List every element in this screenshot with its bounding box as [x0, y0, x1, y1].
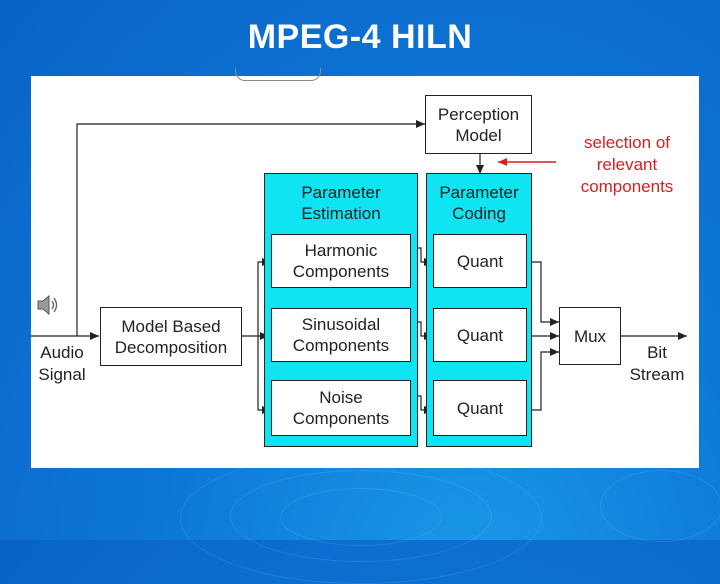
slide-title: MPEG-4 HILN [247, 18, 473, 56]
harmonic-components-block: Harmonic Components [271, 234, 411, 288]
perception-model-block: Perception Model [425, 95, 532, 154]
quant-block-sinusoidal: Quant [433, 308, 527, 362]
bg-ripple [180, 452, 542, 584]
diagram-canvas: Perception Model selection of relevant c… [31, 68, 699, 468]
parameter-coding-header: Parameter Coding [439, 183, 519, 223]
bit-stream-label: Bit Stream [629, 343, 685, 384]
speaker-icon [37, 294, 58, 316]
decomposition-block: Model Based Decomposition [100, 307, 242, 366]
quant-block-noise: Quant [433, 380, 527, 436]
sinusoidal-components-block: Sinusoidal Components [271, 308, 411, 362]
audio-signal-label: Audio Signal [38, 343, 86, 384]
bg-ripple [600, 470, 720, 542]
noise-components-block: Noise Components [271, 380, 411, 436]
mux-block: Mux [559, 307, 621, 365]
quant-block-harmonic: Quant [433, 234, 527, 288]
selection-annotation: selection of relevant components [580, 133, 674, 196]
parameter-estimation-header: Parameter Estimation [301, 183, 381, 223]
